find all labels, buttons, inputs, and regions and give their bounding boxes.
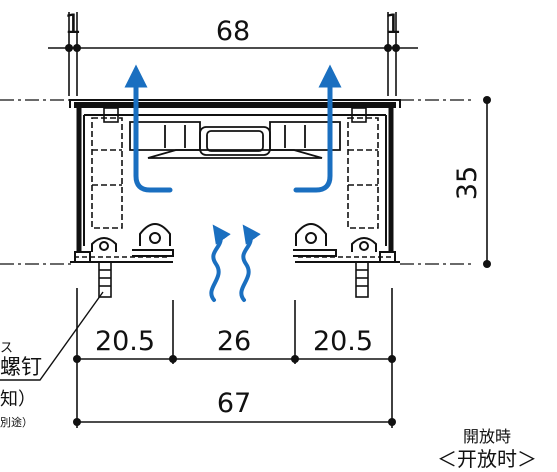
callout-line-4: 別途） — [0, 415, 33, 429]
bottom-width-label: 67 — [217, 388, 251, 419]
segment-middle-label: 26 — [217, 326, 251, 357]
right-side-block — [347, 107, 379, 229]
callout-line-1: ス — [0, 341, 13, 356]
callout-line-2: 螺钉 — [0, 355, 42, 379]
left-screw — [98, 261, 112, 298]
top-left-gap-label: 1 — [64, 9, 81, 40]
left-side-block — [91, 107, 123, 229]
segment-left-label: 20.5 — [95, 326, 155, 357]
caption-japanese: 開放時 — [463, 427, 511, 446]
center-louver — [129, 121, 341, 159]
housing — [69, 99, 401, 263]
height-label: 35 — [452, 166, 483, 200]
right-screw — [355, 261, 369, 298]
bottom-dimension-dots — [73, 355, 396, 426]
left-clip — [91, 223, 174, 257]
height-dimension-dots — [483, 96, 491, 268]
top-width-label: 68 — [216, 16, 250, 47]
top-right-gap-label: 1 — [384, 9, 401, 40]
callout-line-3: 知） — [0, 389, 36, 410]
caption-chinese: ＜开放时＞ — [437, 447, 537, 471]
reference-lines — [0, 99, 475, 265]
airflow-up-arrow-icon — [124, 64, 342, 193]
screw-callout-leader — [0, 291, 104, 381]
top-dimension — [48, 12, 418, 96]
top-dimension-dots — [65, 44, 400, 52]
airflow-wave-icon — [209, 224, 261, 302]
segment-right-label: 20.5 — [313, 326, 373, 357]
right-clip — [293, 223, 377, 257]
